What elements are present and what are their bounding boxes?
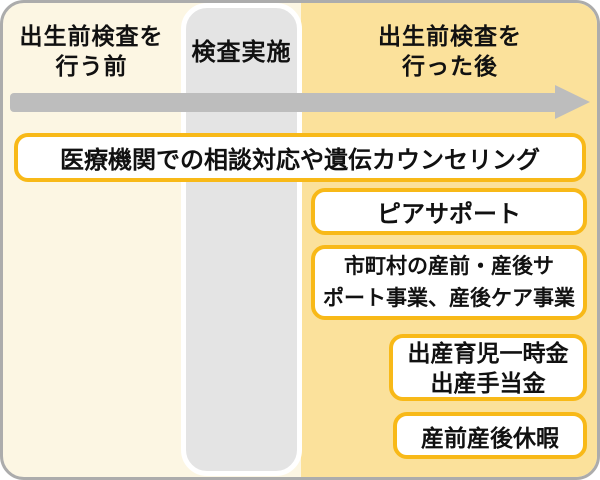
support-box-maternity-leave: 産前産後休暇 (393, 412, 587, 459)
phase-label-before-test: 出生前検査を 行う前 (19, 23, 164, 79)
support-box-municipal-pre-postnatal-care: 市町村の産前・産後サ ポート事業、産後ケア事業 (311, 245, 587, 320)
support-box-childbirth-lump-sum-allowance: 出産育児一時金 出産手当金 (389, 334, 587, 401)
phase-label-after-test: 出生前検査を 行った後 (378, 23, 522, 79)
support-box-medical-counseling: 医療機関での相談対応や遺伝カウンセリング (14, 133, 586, 182)
timeline-arrow-head-icon (555, 85, 590, 119)
phase-label-test-implementation: 検査実施 (191, 39, 292, 66)
timeline-arrow-bar (10, 93, 558, 112)
support-box-peer-support: ピアサポート (311, 188, 587, 235)
during-phase-column (181, 3, 302, 476)
